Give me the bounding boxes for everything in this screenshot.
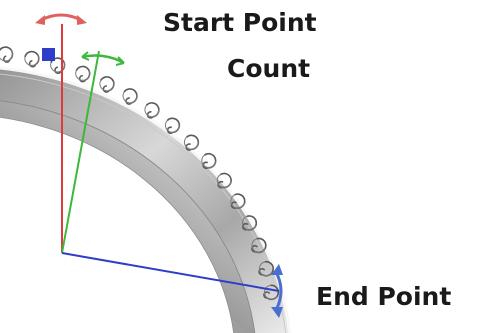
start-point-label: Start Point (163, 10, 317, 35)
ornament-motif (97, 74, 116, 94)
gizmo-square[interactable] (42, 48, 55, 61)
ornament-motif (73, 64, 92, 83)
ornament-motif (0, 46, 13, 63)
end-point-label: End Point (316, 284, 451, 309)
count-label: Count (227, 56, 310, 81)
ring-model (0, 46, 290, 333)
rotate-arrow-horizontal-icon[interactable] (35, 15, 87, 25)
ornament-motif (23, 50, 40, 68)
